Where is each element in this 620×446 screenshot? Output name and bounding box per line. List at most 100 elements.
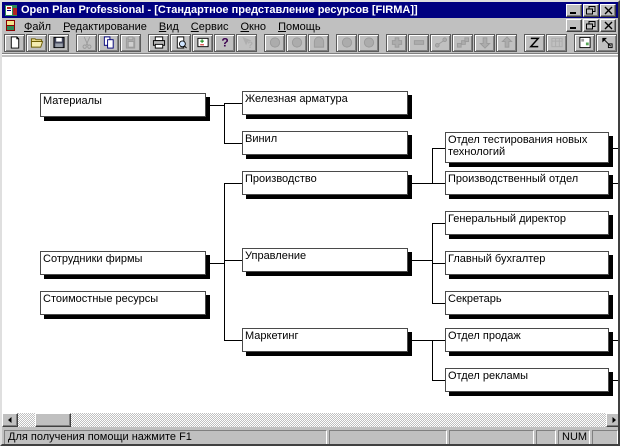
minus-icon [413, 40, 424, 45]
new-document-button[interactable] [4, 33, 25, 52]
preview-icon [176, 36, 187, 49]
move-down-button[interactable] [474, 33, 495, 52]
mdi-close-button[interactable] [600, 19, 616, 32]
resource-node-production[interactable]: Производство [242, 171, 408, 195]
resource-node-cost[interactable]: Стоимостные ресурсы [40, 291, 206, 315]
window-panes-button[interactable] [574, 33, 595, 52]
print-preview-button[interactable] [170, 33, 191, 52]
resource-node-label: Производство [245, 173, 317, 185]
zigzag-layout-button[interactable] [524, 33, 545, 52]
add-resource-button[interactable] [386, 33, 407, 52]
toolbar-group [386, 33, 518, 52]
panes-icon [578, 36, 591, 49]
scrollbar-thumb[interactable] [35, 413, 71, 427]
resource-node-vinyl[interactable]: Винил [242, 131, 408, 155]
resource-node-employees[interactable]: Сотрудники фирмы [40, 251, 206, 275]
resource-node-label: Железная арматура [245, 93, 348, 105]
resource-node-marketing[interactable]: Маркетинг [242, 328, 408, 352]
print-button[interactable] [148, 33, 169, 52]
save-icon [52, 36, 65, 49]
move-up-button[interactable] [496, 33, 517, 52]
node-tool-circle2-button[interactable] [358, 33, 379, 52]
close-button[interactable] [600, 3, 616, 17]
resource-node-label: Отдел продаж [448, 330, 521, 342]
circle-icon [291, 37, 302, 48]
menu-сервис[interactable]: Сервис [190, 20, 229, 33]
node-shape-circle-button[interactable] [264, 33, 285, 52]
resource-node-ceo[interactable]: Генеральный директор [445, 211, 609, 235]
resource-node-accountant[interactable]: Главный бухгалтер [445, 251, 609, 275]
arch-icon [313, 36, 324, 48]
toolbar-group [76, 33, 142, 52]
minimize-icon [570, 27, 576, 29]
menu-помощь[interactable]: Помощь [278, 20, 321, 33]
node-tool-circle-button[interactable] [336, 33, 357, 52]
toolbar-group [264, 33, 330, 52]
link-icon [434, 37, 447, 48]
copy-button[interactable] [98, 33, 119, 52]
context-help-button[interactable]: ? [236, 33, 257, 52]
link-resources-button[interactable] [430, 33, 451, 52]
circle-icon [269, 37, 280, 48]
resource-node-ads[interactable]: Отдел рекламы [445, 368, 609, 392]
scrollbar-track[interactable] [18, 413, 606, 427]
resource-node-materials[interactable]: Материалы [40, 93, 206, 117]
node-shape-circle2-button[interactable] [286, 33, 307, 52]
resource-node-management[interactable]: Управление [242, 248, 408, 272]
step-icon [456, 37, 469, 48]
title-bar[interactable]: Open Plan Professional - [Стандартное пр… [2, 2, 618, 18]
status-pane [449, 429, 534, 444]
resource-node-label: Отдел рекламы [448, 370, 529, 382]
document-icon[interactable] [4, 19, 18, 32]
up-icon [500, 36, 513, 48]
close-icon [604, 21, 612, 30]
mdi-minimize-button[interactable] [566, 19, 582, 32]
indent-resource-button[interactable] [452, 33, 473, 52]
cut-button[interactable] [76, 33, 97, 52]
resource-node-iron[interactable]: Железная арматура [242, 91, 408, 115]
menu-файл[interactable]: Файл [24, 20, 52, 33]
remove-resource-button[interactable] [408, 33, 429, 52]
status-pane [536, 429, 556, 444]
resource-node-prod_dept[interactable]: Производственный отдел [445, 171, 609, 195]
fit-to-window-button[interactable] [596, 33, 617, 52]
resource-node-label: Винил [245, 133, 278, 145]
menu-редактирование[interactable]: Редактирование [63, 20, 147, 33]
menu-окно[interactable]: Окно [240, 20, 267, 33]
open-file-button[interactable] [26, 33, 47, 52]
scroll-right-button[interactable] [606, 413, 618, 427]
toolbar-group: ?? [148, 33, 258, 52]
grid-layout-button[interactable] [546, 33, 567, 52]
resource-node-label: Главный бухгалтер [448, 253, 546, 265]
paste-button[interactable] [120, 33, 141, 52]
toolbar: ?? [2, 33, 618, 54]
toolbar-group [336, 33, 380, 52]
menu-bar: Файл Редактирование Вид Сервис Окно Помощь [2, 18, 618, 33]
help-button[interactable]: ? [214, 33, 235, 52]
resource-node-label: Материалы [43, 95, 102, 107]
save-button[interactable] [48, 33, 69, 52]
circle-icon [341, 37, 352, 48]
plus-icon [391, 37, 402, 48]
cut-icon [82, 36, 91, 49]
mdi-restore-button[interactable] [583, 19, 599, 32]
edit-values-button[interactable] [192, 33, 213, 52]
node-shape-arch-button[interactable] [308, 33, 329, 52]
minimize-icon [570, 11, 576, 14]
horizontal-scrollbar[interactable] [2, 413, 618, 427]
restore-button[interactable] [583, 3, 599, 17]
menu-вид[interactable]: Вид [158, 20, 179, 33]
print-icon [152, 36, 165, 49]
resource-node-label: Сотрудники фирмы [43, 253, 143, 265]
resource-node-secretary[interactable]: Секретарь [445, 291, 609, 315]
resource-node-sales[interactable]: Отдел продаж [445, 328, 609, 352]
resource-node-test_dept[interactable]: Отдел тестирования новых технологий [445, 132, 609, 163]
minimize-button[interactable] [566, 3, 582, 17]
corner-icon [601, 37, 613, 49]
zigzag-icon [528, 37, 540, 48]
scroll-left-button[interactable] [2, 413, 18, 427]
copy-icon [103, 36, 114, 49]
window-title: Open Plan Professional - [Стандартное пр… [21, 4, 418, 16]
restore-icon [586, 21, 596, 30]
